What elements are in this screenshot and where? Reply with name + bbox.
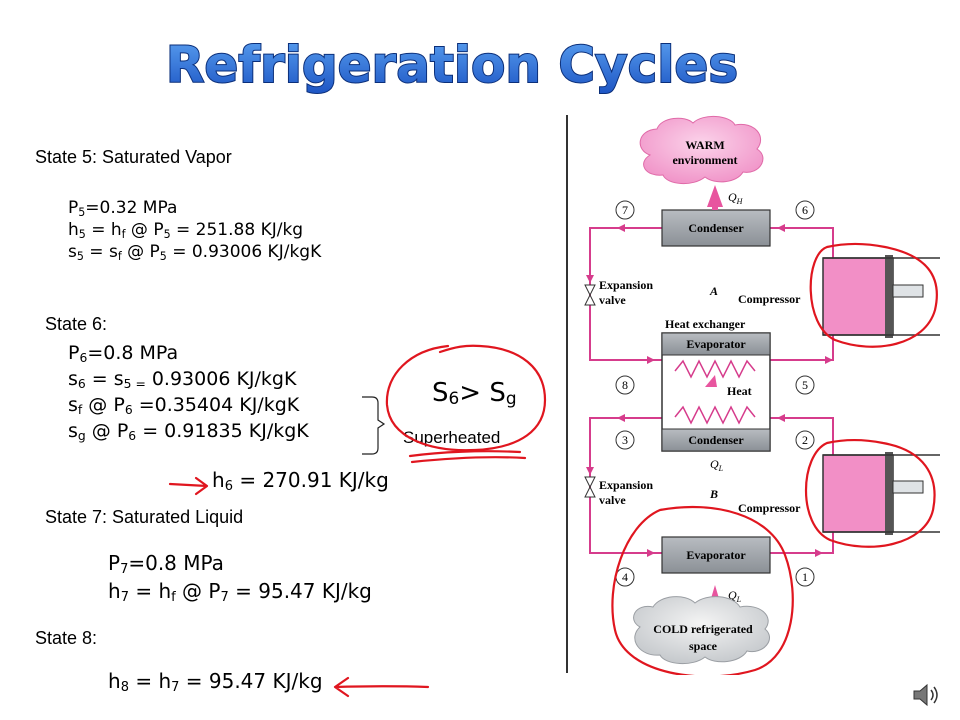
svg-text:8: 8 bbox=[622, 378, 628, 392]
superheated-label: Superheated bbox=[403, 428, 501, 447]
h8-equation: h8 = h7 = 95.47 KJ/kg bbox=[108, 669, 323, 695]
compressor-top-label: Compressor bbox=[738, 292, 801, 306]
p6-equation: P6=0.8 MPa bbox=[68, 342, 179, 365]
compressor-b bbox=[822, 452, 940, 535]
s5-equation: s5 = sf @ P5 = 0.93006 KJ/kgK bbox=[68, 242, 322, 263]
ql-bottom-label: QL bbox=[728, 588, 742, 604]
circle-annotation-cold-space bbox=[611, 505, 794, 675]
cycle-a-label: A bbox=[709, 284, 718, 298]
state-circle-7: 7 bbox=[615, 200, 635, 220]
state-circle-5: 5 bbox=[795, 375, 815, 395]
cold-space-cloud: COLD refrigerated space bbox=[633, 596, 770, 664]
title-wordart: Refrigeration Cycles bbox=[165, 35, 739, 95]
state-5-label: State 5: Saturated Vapor bbox=[35, 147, 232, 167]
arrow-7 bbox=[617, 224, 625, 232]
h7-equation: h7 = hf @ P7 = 95.47 KJ/kg bbox=[108, 579, 372, 605]
speaker-icon[interactable] bbox=[912, 683, 942, 707]
state-7-equations: P7=0.8 MPa h7 = hf @ P7 = 95.47 KJ/kg bbox=[108, 551, 372, 605]
state-circle-8: 8 bbox=[615, 375, 635, 395]
heat-label: Heat bbox=[727, 384, 752, 398]
expansion-valve-a-line1: Expansion bbox=[599, 278, 653, 292]
circle-annotation-compressor-a bbox=[809, 242, 938, 348]
flow-arrows bbox=[586, 224, 833, 557]
svg-text:7: 7 bbox=[622, 203, 628, 217]
arrow-4 bbox=[647, 549, 655, 557]
cold-label-line2: space bbox=[689, 639, 718, 653]
state-7-label: State 7: Saturated Liquid bbox=[45, 507, 244, 527]
state-5-equations: P5=0.32 MPa h5 = hf @ P5 = 251.88 KJ/kg … bbox=[68, 198, 322, 263]
svg-text:5: 5 bbox=[802, 378, 808, 392]
state-number-circles: 7 6 8 5 3 2 4 1 bbox=[615, 200, 815, 587]
arrow-annotation-h6 bbox=[168, 476, 209, 496]
arrow-annotation-h8 bbox=[333, 676, 430, 698]
svg-text:6: 6 bbox=[802, 203, 808, 217]
state-circle-4: 4 bbox=[615, 567, 635, 587]
svg-text:3: 3 bbox=[622, 433, 628, 447]
warm-environment-cloud: WARM environment bbox=[639, 116, 764, 184]
warm-label-line2: environment bbox=[672, 153, 737, 167]
expansion-valve-b-line1: Expansion bbox=[599, 478, 653, 492]
annotations bbox=[168, 344, 547, 698]
svg-text:1: 1 bbox=[802, 570, 808, 584]
compressor-a bbox=[822, 255, 940, 338]
arrow-3 bbox=[617, 414, 625, 422]
heat-exchanger-label: Heat exchanger bbox=[665, 317, 746, 331]
expansion-valve-b-line2: valve bbox=[599, 493, 626, 507]
state-circle-1: 1 bbox=[795, 567, 815, 587]
condenser-mid-label: Condenser bbox=[688, 433, 744, 447]
circle-annotation-compressor-b bbox=[804, 438, 936, 548]
refrigeration-diagram: WARM environment Condenser QH 7 6 bbox=[566, 115, 940, 675]
condenser-top: Condenser bbox=[661, 209, 771, 247]
state-6-label: State 6: bbox=[45, 314, 108, 334]
ql-mid-label: QL bbox=[710, 457, 724, 473]
heat-exchanger: Evaporator Heat Condenser bbox=[661, 332, 771, 452]
entropy-comparison: S6> Sg bbox=[432, 378, 517, 408]
warm-label-line1: WARM bbox=[685, 138, 724, 152]
arrow-1 bbox=[815, 549, 823, 557]
qh-arrow: QH bbox=[707, 185, 744, 210]
cold-label-line1: COLD refrigerated bbox=[653, 622, 753, 636]
state-8-label: State 8: bbox=[35, 628, 98, 648]
h6-equation: h6 = 270.91 KJ/kg bbox=[212, 468, 389, 494]
state-circle-3: 3 bbox=[615, 430, 635, 450]
arrow-5 bbox=[825, 356, 833, 364]
evaporator-bottom: Evaporator bbox=[661, 536, 771, 574]
qh-label: QH bbox=[728, 190, 744, 206]
sf-equation: sf @ P6 =0.35404 KJ/kgK bbox=[68, 394, 300, 417]
sg-equation: sg @ P6 = 0.91835 KJ/kgK bbox=[68, 420, 309, 443]
p5-equation: P5=0.32 MPa bbox=[68, 198, 178, 219]
circle-annotation-entropy bbox=[385, 344, 547, 452]
arrow-8 bbox=[647, 356, 655, 364]
expansion-valve-a: Expansion valve bbox=[584, 278, 653, 307]
expansion-valve-b: Expansion valve bbox=[584, 476, 653, 507]
underline-annotation-superheated bbox=[408, 450, 527, 464]
evaporator-mid-label: Evaporator bbox=[686, 337, 746, 351]
evaporator-bottom-label: Evaporator bbox=[686, 548, 746, 562]
svg-text:2: 2 bbox=[802, 433, 808, 447]
state-circle-2: 2 bbox=[795, 430, 815, 450]
condenser-top-label: Condenser bbox=[688, 221, 744, 235]
expansion-valve-a-line2: valve bbox=[599, 293, 626, 307]
compressor-bottom-label: Compressor bbox=[738, 501, 801, 515]
h5-equation: h5 = hf @ P5 = 251.88 KJ/kg bbox=[68, 220, 304, 241]
arrow-2 bbox=[777, 414, 785, 422]
p7-equation: P7=0.8 MPa bbox=[108, 551, 224, 577]
cycle-b-label: B bbox=[709, 487, 718, 501]
arrow-left-a bbox=[586, 275, 594, 283]
state-6-equations: P6=0.8 MPa s6 = s5 = 0.93006 KJ/kgK sf @… bbox=[68, 342, 309, 443]
s6-equation: s6 = s5 = 0.93006 KJ/kgK bbox=[68, 368, 297, 391]
brace-annotation bbox=[362, 396, 386, 455]
state-circle-6: 6 bbox=[795, 200, 815, 220]
arrow-left-b bbox=[586, 467, 594, 475]
page-title: Refrigeration Cycles bbox=[166, 36, 738, 94]
svg-text:4: 4 bbox=[622, 570, 628, 584]
arrow-6 bbox=[777, 224, 785, 232]
